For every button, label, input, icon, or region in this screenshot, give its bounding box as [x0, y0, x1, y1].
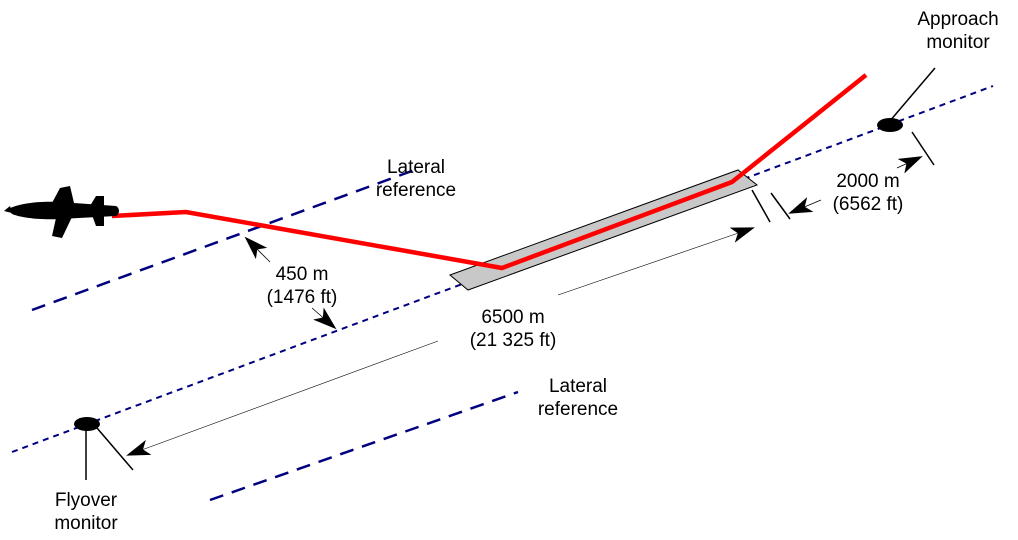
extension-tick-runway-offset: [770, 192, 791, 220]
flyover-monitor-label-line2: monitor: [54, 513, 118, 534]
lateral-reference-line-lower: [209, 390, 519, 502]
distance-line-6500-upper: [557, 227, 755, 296]
flight-path: [111, 73, 868, 271]
extension-tick-flyover: [96, 427, 134, 471]
approach-monitor-leader: [888, 67, 936, 123]
approach-monitor-label: Approach monitor: [904, 8, 1012, 54]
lateral-distance-label: 450 m (1476 ft): [252, 263, 352, 309]
lateral-reference-label-lower: Lateral reference: [518, 375, 638, 421]
runway-to-approach-distance-imperial: (6562 ft): [832, 194, 904, 215]
runway-to-flyover-distance-label: 6500 m (21 325 ft): [448, 306, 578, 352]
airplane-icon: [4, 186, 119, 238]
lateral-reference-upper-line2: reference: [375, 180, 457, 201]
lateral-reference-upper-line1: Lateral: [386, 157, 446, 178]
approach-monitor-label-line1: Approach: [917, 9, 999, 30]
flyover-monitor-icon: [74, 417, 100, 431]
arrow-2000-left: [788, 197, 822, 214]
lateral-distance-imperial: (1476 ft): [266, 287, 338, 308]
runway-centerline: [11, 85, 994, 453]
arrow-2000-right: [896, 156, 923, 174]
flyover-monitor-label: Flyover monitor: [34, 489, 138, 535]
approach-monitor-icon: [877, 118, 903, 132]
runway-to-flyover-distance-imperial: (21 325 ft): [469, 330, 557, 351]
distance-line-6500-lower: [126, 340, 439, 456]
lateral-distance-metric: 450 m: [275, 264, 329, 285]
arrow-450-upper: [244, 236, 271, 263]
lateral-reference-lower-line1: Lateral: [548, 376, 608, 397]
approach-monitor-label-line2: monitor: [926, 32, 990, 53]
lateral-reference-label-upper: Lateral reference: [356, 156, 476, 202]
arrow-450-lower: [311, 307, 337, 330]
runway-to-approach-distance-metric: 2000 m: [836, 171, 900, 192]
flyover-monitor-label-line1: Flyover: [54, 490, 118, 511]
extension-tick-approach: [911, 131, 935, 166]
runway-to-flyover-distance-metric: 6500 m: [481, 307, 545, 328]
runway-to-approach-distance-label: 2000 m (6562 ft): [816, 170, 920, 216]
lateral-reference-lower-line2: reference: [537, 399, 619, 420]
extension-tick-runway-end-right: [751, 189, 771, 223]
